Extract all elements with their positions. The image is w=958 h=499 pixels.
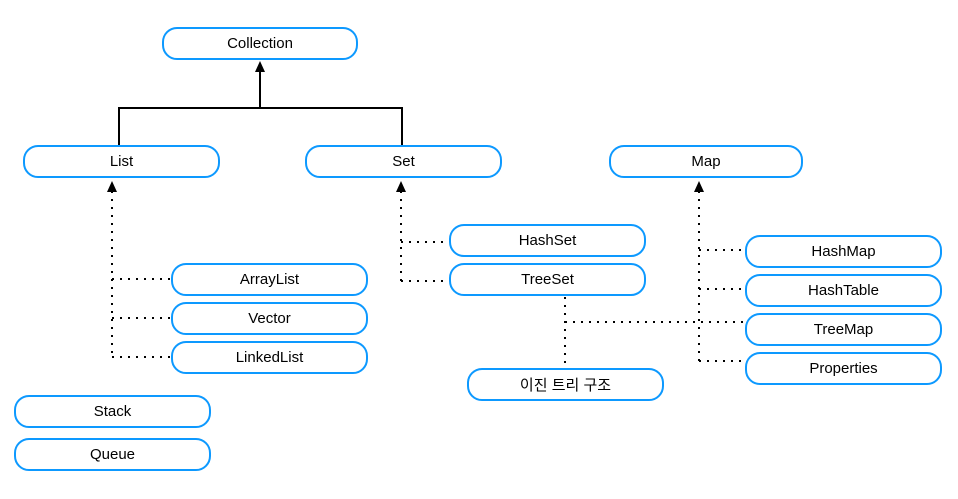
- arrowhead-to-set: [396, 181, 406, 192]
- node-treeset[interactable]: TreeSet: [449, 263, 646, 296]
- node-properties[interactable]: Properties: [745, 352, 942, 385]
- edge-map-children-vertical-line: [698, 191, 700, 362]
- node-linkedlist[interactable]: LinkedList: [171, 341, 368, 374]
- node-collection[interactable]: Collection: [162, 27, 358, 60]
- node-set[interactable]: Set: [305, 145, 502, 178]
- edge-hashset-line: [401, 241, 449, 243]
- edge-treeset-line: [401, 280, 449, 282]
- node-list[interactable]: List: [23, 145, 220, 178]
- arrowhead-to-collection: [255, 61, 265, 72]
- edge-treeset-binarytree-line: [564, 297, 566, 363]
- edge-linkedlist-line: [112, 356, 171, 358]
- node-vector[interactable]: Vector: [171, 302, 368, 335]
- edge-hashmap-line: [699, 249, 745, 251]
- edge-collection-branch-line: [118, 107, 403, 109]
- node-binary-tree[interactable]: 이진 트리 구조: [467, 368, 664, 401]
- node-stack[interactable]: Stack: [14, 395, 211, 428]
- edge-properties-line: [699, 360, 745, 362]
- edge-set-to-collection-line: [401, 107, 403, 145]
- node-arraylist[interactable]: ArrayList: [171, 263, 368, 296]
- edge-list-to-collection-line: [118, 107, 120, 145]
- node-hashtable[interactable]: HashTable: [745, 274, 942, 307]
- node-treemap[interactable]: TreeMap: [745, 313, 942, 346]
- edge-collection-stem-line: [259, 70, 261, 109]
- edge-binarytree-treemap-line: [565, 321, 745, 323]
- node-queue[interactable]: Queue: [14, 438, 211, 471]
- edge-list-children-vertical-line: [111, 191, 113, 359]
- edge-vector-line: [112, 317, 171, 319]
- node-hashset[interactable]: HashSet: [449, 224, 646, 257]
- arrowhead-to-map: [694, 181, 704, 192]
- arrowhead-to-list: [107, 181, 117, 192]
- node-map[interactable]: Map: [609, 145, 803, 178]
- edge-arraylist-line: [112, 278, 171, 280]
- node-hashmap[interactable]: HashMap: [745, 235, 942, 268]
- edge-set-children-vertical-line: [400, 191, 402, 282]
- edge-hashtable-line: [699, 288, 745, 290]
